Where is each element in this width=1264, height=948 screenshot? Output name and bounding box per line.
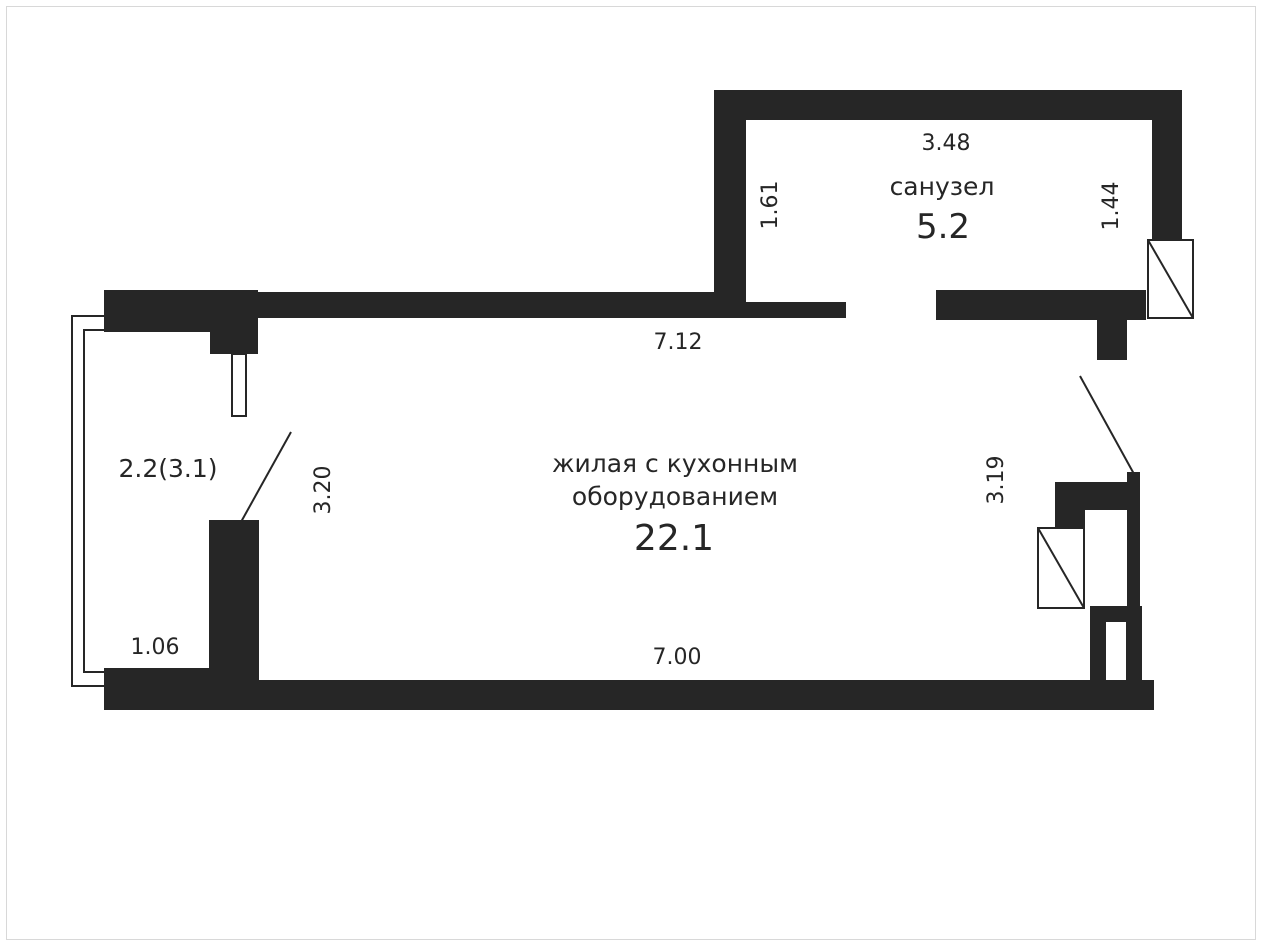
kitchen-shaft-icon	[1037, 527, 1085, 609]
dim-bath-left: 1.61	[758, 181, 783, 230]
dim-living-top: 7.12	[654, 330, 703, 355]
living-name-line1: жилая с кухонным	[552, 449, 798, 478]
balcony-area: 2.2(3.1)	[118, 454, 217, 483]
image-frame	[6, 6, 1256, 940]
shafts	[1037, 239, 1194, 609]
dim-living-right: 3.19	[984, 456, 1009, 505]
living-bottom-wall	[104, 680, 1154, 710]
balcony-door-swing	[240, 431, 292, 523]
dim-bath-top: 3.48	[922, 131, 971, 156]
windows	[71, 315, 247, 687]
bathroom-area: 5.2	[916, 207, 970, 247]
bath-left-wall	[714, 90, 746, 318]
bath-right-wall	[1152, 90, 1182, 240]
balcony-outline-inner	[83, 329, 104, 673]
doors	[240, 375, 1135, 523]
bath-top-wall	[714, 90, 1182, 120]
wall-stub-2	[210, 290, 258, 354]
bath-shaft-icon	[1147, 239, 1194, 319]
walls	[104, 90, 1182, 710]
dim-living-bottom: 7.00	[653, 645, 702, 670]
dim-living-left: 3.20	[311, 466, 336, 515]
living-area: 22.1	[634, 518, 714, 559]
bathroom-name: санузел	[890, 172, 995, 201]
dim-balcony-bottom: 1.06	[131, 635, 180, 660]
dim-bath-right: 1.44	[1099, 182, 1124, 231]
wall-stub-3	[1097, 290, 1127, 360]
balcony-outline-outer	[71, 315, 104, 687]
window-left-pane	[231, 353, 247, 417]
right-lower-frame-right	[1126, 606, 1142, 682]
bath-bottom-wall-left	[746, 302, 846, 318]
living-name-line2: оборудованием	[572, 482, 778, 511]
entry-door-swing	[1079, 375, 1135, 475]
right-lower-frame-left	[1090, 606, 1106, 682]
right-wall-block-2	[1055, 482, 1085, 528]
balcony-bottom-wall	[104, 668, 254, 710]
